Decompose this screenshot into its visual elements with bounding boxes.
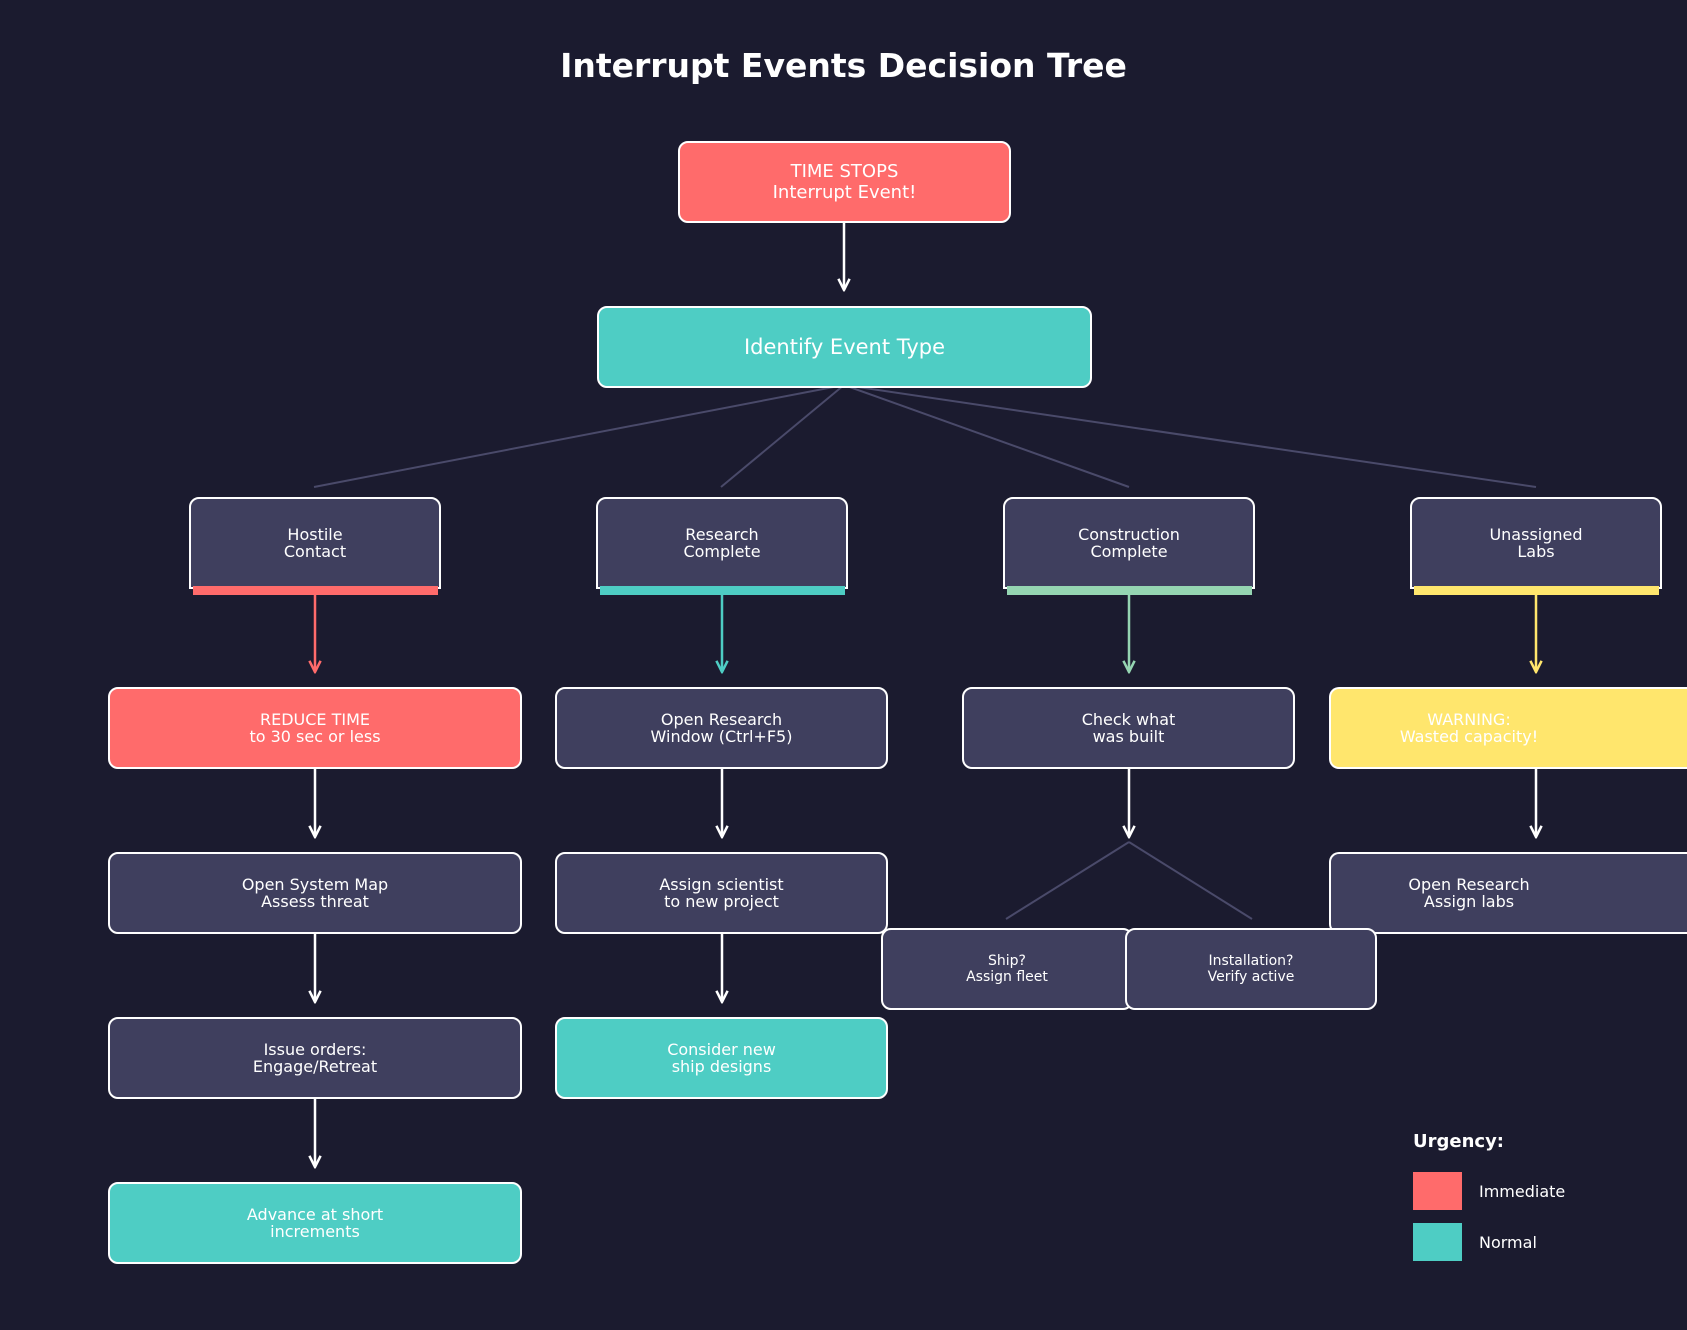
research-accent-bar [600,586,845,595]
legend-swatch-normal [1413,1223,1462,1261]
legend-title: Urgency: [1413,1131,1505,1152]
node-hostile-contact: Hostile Contact [189,497,441,589]
branch-line-research [720,384,845,488]
node-identify-event-type: Identify Event Type [597,306,1092,388]
node-research-complete: Research Complete [596,497,848,589]
hostile-accent-bar [193,586,438,595]
labs-accent-bar [1414,586,1659,595]
node-consider-ship-designs: Consider new ship designs [555,1017,888,1099]
node-warning-wasted-capacity: WARNING: Wasted capacity! [1329,687,1687,769]
node-time-stops: TIME STOPS Interrupt Event! [678,141,1011,223]
node-issue-orders: Issue orders: Engage/Retreat [108,1017,522,1099]
construction-accent-bar [1007,586,1252,595]
node-check-what-was-built: Check what was built [962,687,1295,769]
node-open-research-assign-labs: Open Research Assign labs [1329,852,1687,934]
branch-line-construction [843,384,1130,488]
branch-line-labs [843,384,1537,488]
node-unassigned-labs: Unassigned Labs [1410,497,1662,589]
legend-label-immediate: Immediate [1479,1182,1566,1201]
node-advance-short-increments: Advance at short increments [108,1182,522,1264]
legend-label-normal: Normal [1479,1233,1537,1252]
branch-line-ship [1005,841,1130,920]
node-open-research-window: Open Research Window (Ctrl+F5) [555,687,888,769]
node-open-system-map: Open System Map Assess threat [108,852,522,934]
node-ship-assign-fleet: Ship? Assign fleet [881,928,1133,1010]
branch-line-installation [1128,841,1253,920]
node-construction-complete: Construction Complete [1003,497,1255,589]
node-reduce-time: REDUCE TIME to 30 sec or less [108,687,522,769]
diagram-title: Interrupt Events Decision Tree [560,46,1127,85]
legend-swatch-immediate [1413,1172,1462,1210]
node-installation-verify-active: Installation? Verify active [1125,928,1377,1010]
branch-line-hostile [313,384,845,488]
node-assign-scientist: Assign scientist to new project [555,852,888,934]
